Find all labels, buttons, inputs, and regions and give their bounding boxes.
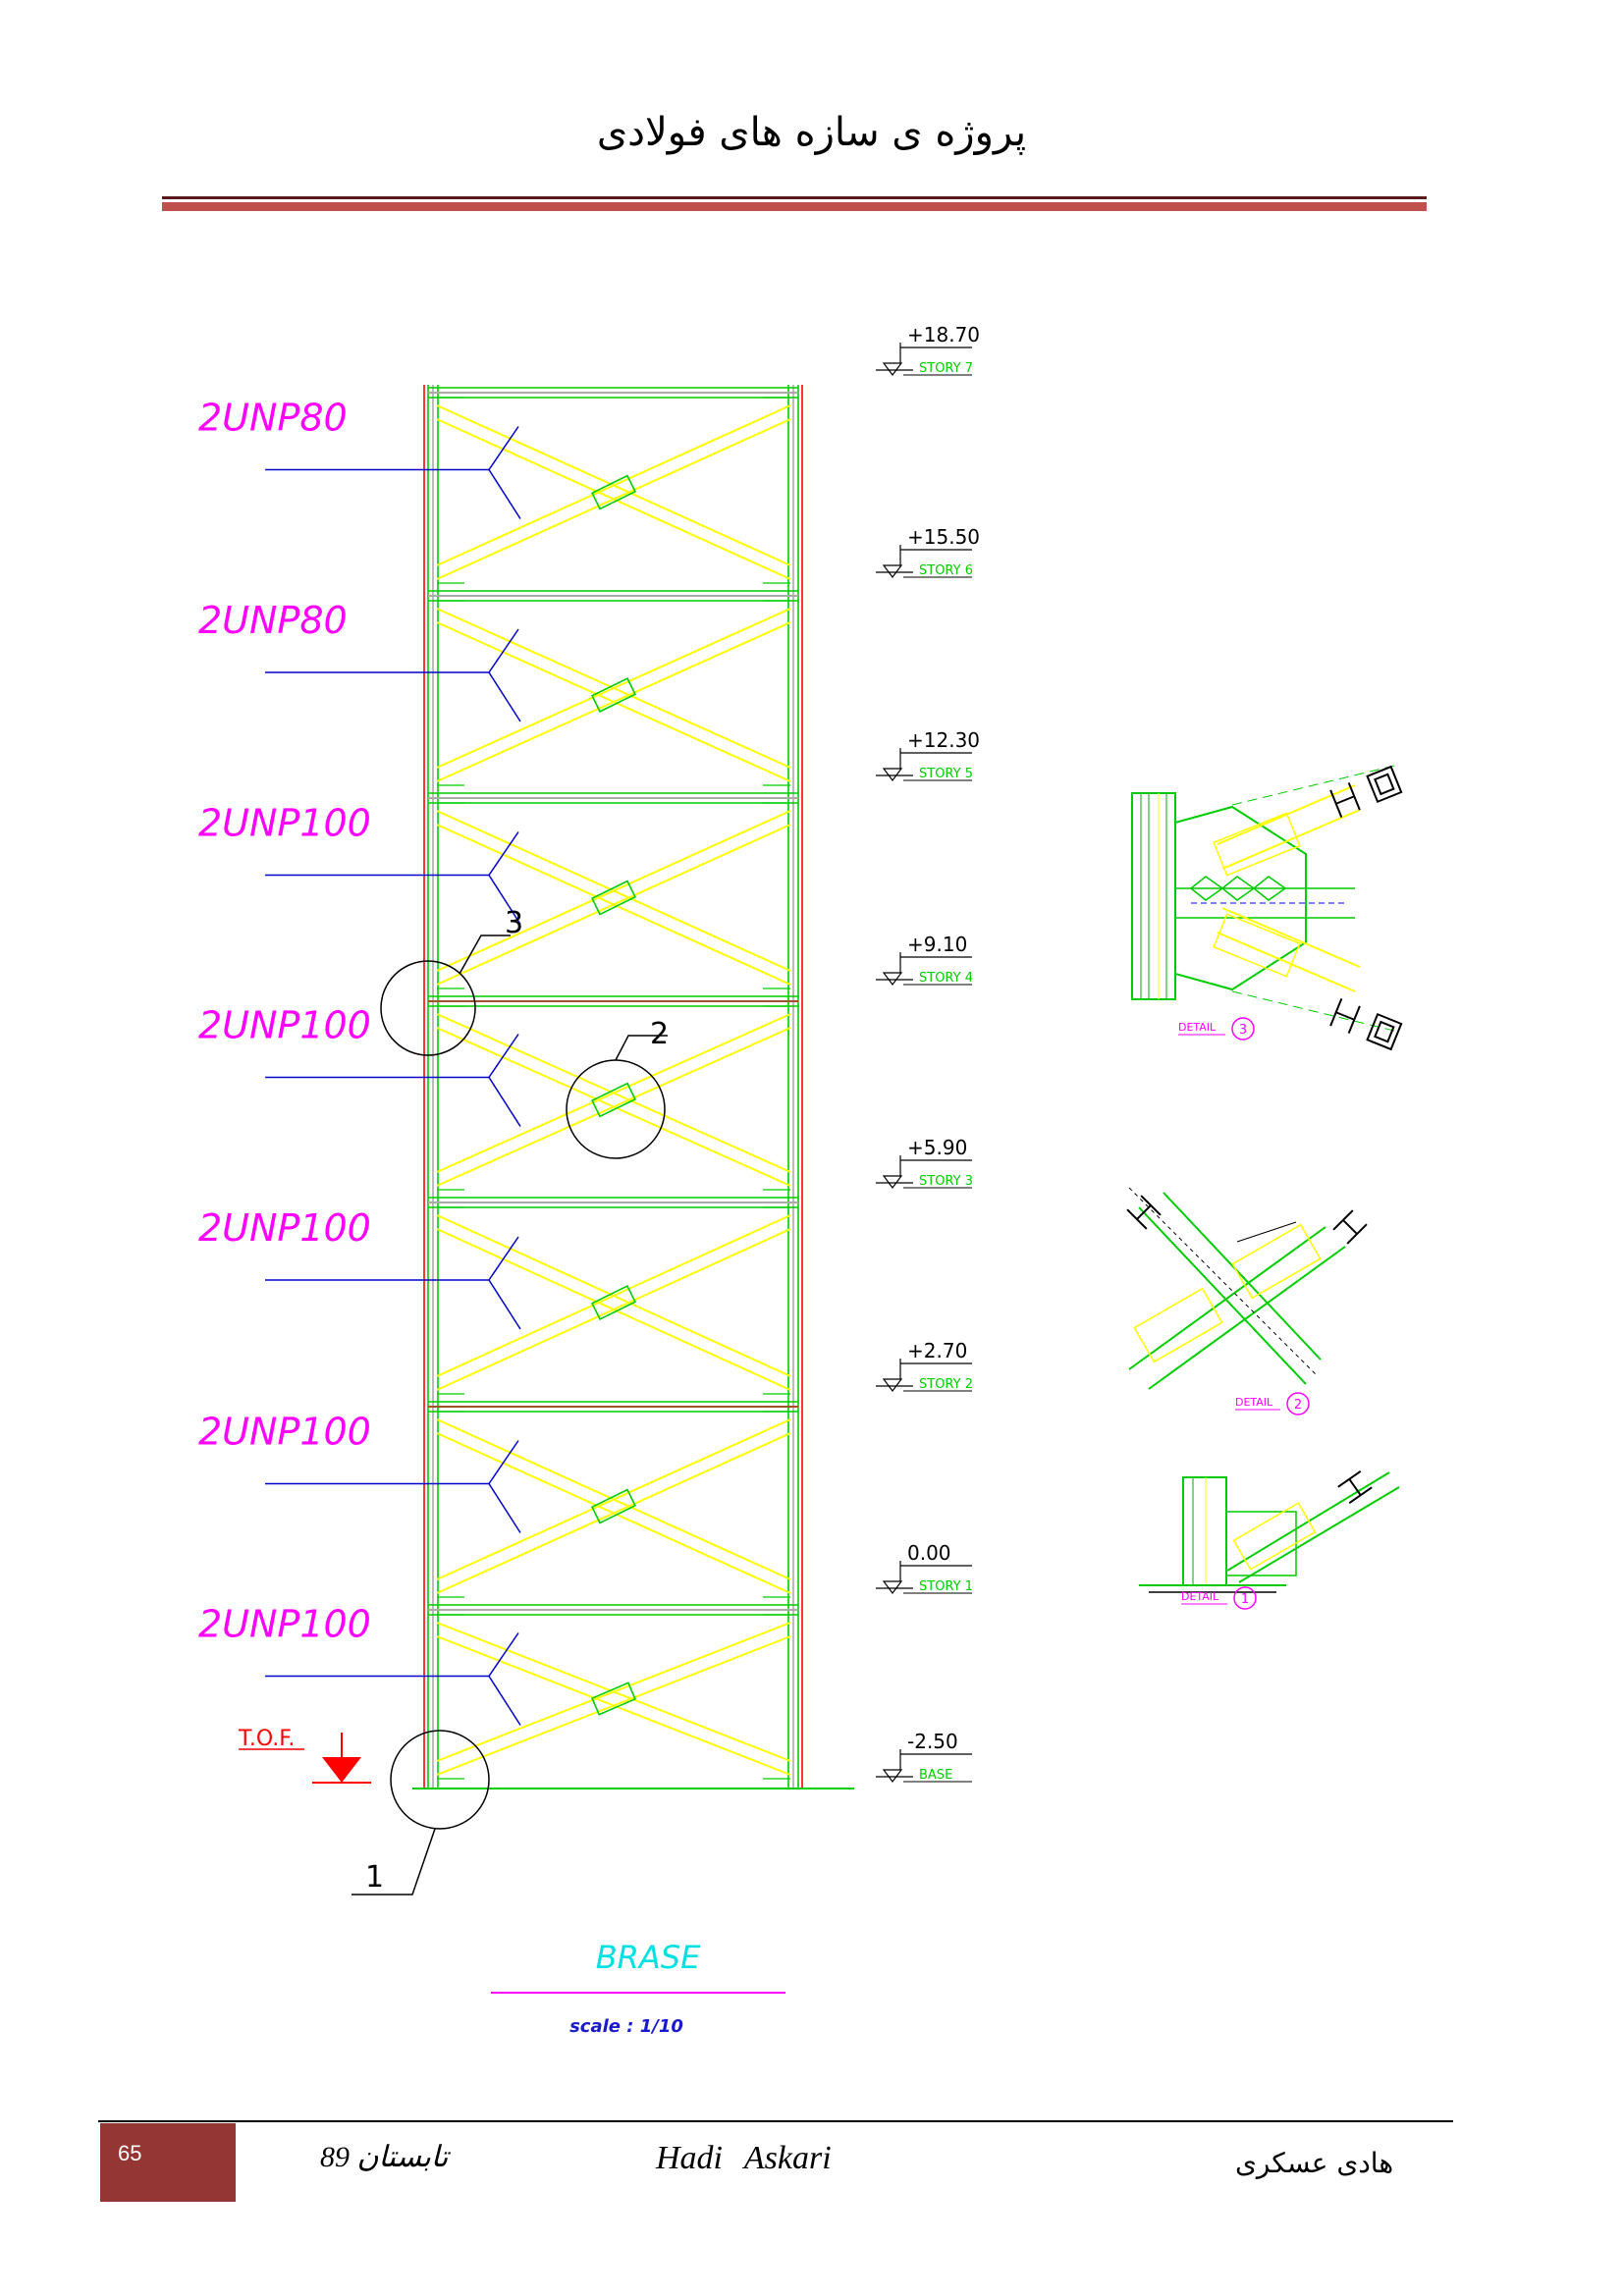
- brace-story-2: [436, 1411, 791, 1598]
- section-labels: 2UNP80 2UNP80 2UNP100 2UNP100 2UNP100 2UNP100…: [198, 397, 521, 1726]
- section-label: 2UNP80: [198, 397, 348, 440]
- level-elevation: +2.70: [907, 1339, 967, 1362]
- level-triangle-icon: [882, 768, 903, 781]
- level-triangle-icon: [882, 362, 903, 376]
- detail-1-label: DETAIL: [1181, 1590, 1219, 1603]
- header-divider-thin: [162, 196, 1427, 199]
- section-label: 2UNP100: [198, 1603, 371, 1646]
- level-story: STORY 5: [919, 767, 973, 781]
- page-title: پروژه ی سازه های فولادی: [596, 110, 1027, 155]
- brace-story-7: [436, 397, 791, 584]
- level-elevation: 0.00: [907, 1541, 951, 1565]
- level-story: BASE: [919, 1768, 952, 1783]
- callout-circle-3: [380, 960, 476, 1056]
- page-number-box: 65: [100, 2123, 236, 2202]
- callout-number-3: 3: [505, 906, 523, 940]
- level-triangle-icon: [882, 1580, 903, 1594]
- level-story: STORY 1: [919, 1579, 973, 1594]
- section-label: 2UNP100: [198, 1206, 371, 1250]
- level-triangle-icon: [882, 972, 903, 986]
- callout-number-2: 2: [650, 1017, 669, 1051]
- detail-2-number: 2: [1294, 1398, 1302, 1413]
- brace-story-4: [436, 1005, 791, 1191]
- drawing-scale: scale : 1/10: [569, 2016, 683, 2037]
- drawing-title: BRASE: [596, 1939, 701, 1976]
- tof-marker: T.O.F.: [238, 1727, 371, 1784]
- level-story: STORY 4: [919, 971, 973, 986]
- section-label: 2UNP100: [198, 1004, 371, 1047]
- level-triangle-icon: [882, 1175, 903, 1189]
- callout-circles: 3 2 1: [352, 906, 669, 1896]
- page-number: 65: [118, 2141, 142, 2165]
- brace-story-3: [436, 1206, 791, 1395]
- footer-divider: [98, 2120, 1453, 2122]
- detail-1-marker-icon: [1233, 1586, 1257, 1610]
- section-label: 2UNP100: [198, 1411, 371, 1454]
- tof-label: T.O.F.: [238, 1727, 295, 1751]
- level-story: STORY 7: [919, 361, 973, 376]
- footer-season: تابستان 89: [320, 2141, 449, 2173]
- level-elevation: +15.50: [907, 525, 980, 549]
- detail-2-marker-icon: [1286, 1392, 1310, 1415]
- level-story: STORY 6: [919, 563, 973, 578]
- detail-1-drawing: DETAIL 1: [1139, 1469, 1400, 1610]
- level-triangle-icon: [882, 564, 903, 578]
- brace-story-6: [436, 600, 791, 786]
- detail-3-label: DETAIL: [1178, 1021, 1217, 1034]
- level-story: STORY 3: [919, 1174, 973, 1189]
- detail-3-drawing: DETAIL 3: [1131, 765, 1403, 1051]
- footer-author-en: Hadi Askari: [656, 2140, 832, 2176]
- level-elevation: +9.10: [907, 933, 967, 956]
- detail-2-drawing: DETAIL 2: [1126, 1187, 1368, 1415]
- detail-3-marker-icon: [1231, 1017, 1255, 1041]
- frame-structure: [412, 385, 854, 1789]
- brace-story-1: [436, 1614, 791, 1780]
- level-triangle-icon: [882, 1378, 903, 1392]
- callout-number-1: 1: [365, 1860, 384, 1895]
- footer-author-fa: هادی عسکری: [1235, 2147, 1394, 2179]
- section-label: 2UNP100: [198, 802, 371, 845]
- level-elevation: -2.50: [907, 1730, 958, 1753]
- header-divider-thick: [162, 202, 1427, 211]
- level-elevation: +5.90: [907, 1136, 967, 1159]
- level-story: STORY 2: [919, 1377, 973, 1392]
- detail-3-number: 3: [1239, 1023, 1247, 1038]
- level-elevation: +18.70: [907, 323, 980, 347]
- brace-story-5: [436, 802, 791, 989]
- level-triangle-icon: [882, 1769, 903, 1783]
- callout-circle-1: [390, 1730, 490, 1830]
- section-label: 2UNP80: [198, 599, 348, 642]
- detail-2-label: DETAIL: [1235, 1396, 1273, 1409]
- bracing-elevation-drawing: 2UNP80 2UNP80 2UNP100 2UNP100 2UNP100 2UNP100…: [198, 323, 1403, 2037]
- tof-triangle-icon: [322, 1757, 361, 1783]
- level-elevation: +12.30: [907, 728, 980, 752]
- detail-1-number: 1: [1241, 1592, 1249, 1607]
